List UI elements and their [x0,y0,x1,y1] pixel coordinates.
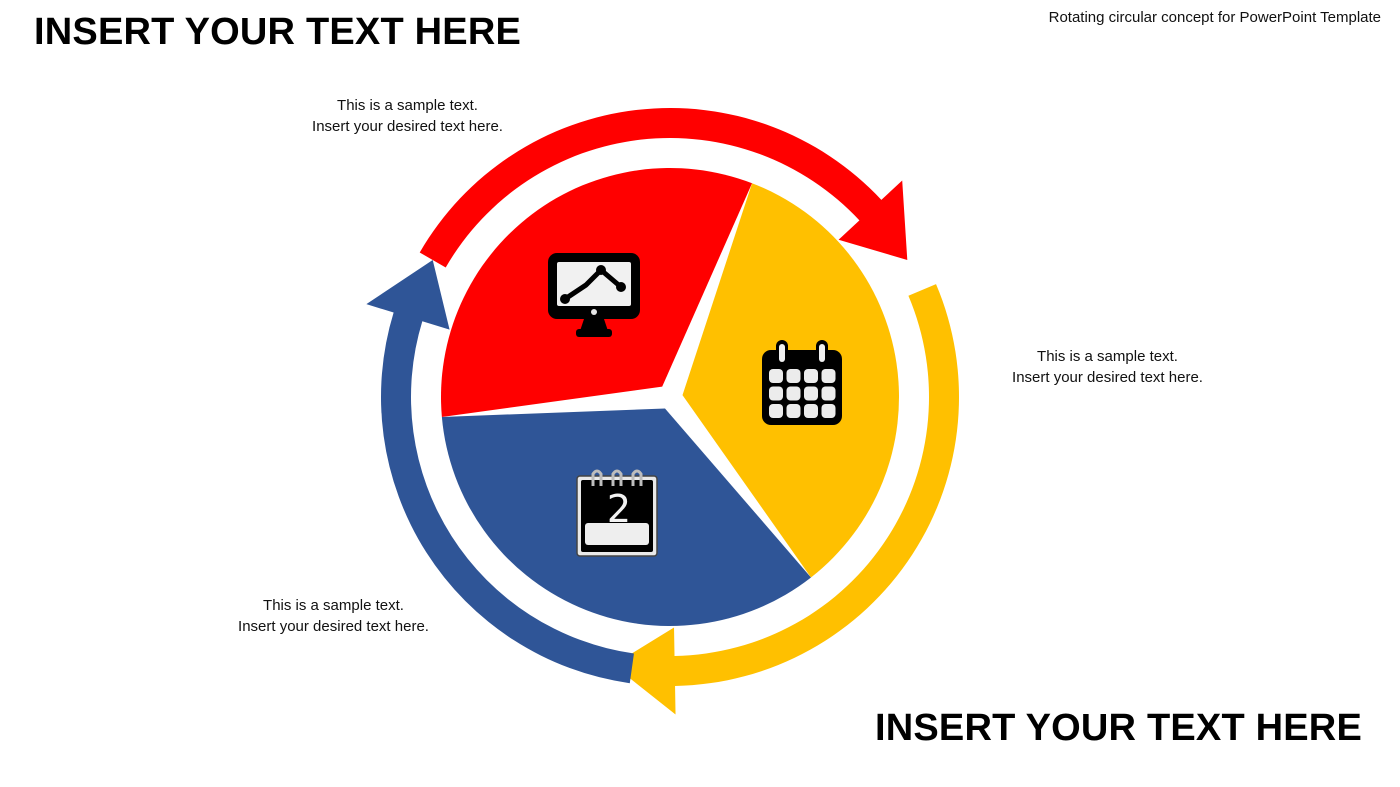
calendar-cell [786,369,801,383]
note-line: This is a sample text. [263,597,404,614]
calendar-cell [821,386,836,401]
note-yellow: This is a sample text. Insert your desir… [1000,346,1215,388]
note-line: Insert your desired text here. [238,618,429,635]
header-subtitle: Rotating circular concept for PowerPoint… [1048,9,1381,26]
calendar-cell [821,369,836,383]
note-line: This is a sample text. [1037,348,1178,365]
footer-title: INSERT YOUR TEXT HERE [874,707,1362,749]
header-title: INSERT YOUR TEXT HERE [34,11,522,53]
note-blue: This is a sample text. Insert your desir… [226,595,441,637]
yellow-arrow [613,284,959,715]
monitor-chart-icon [548,253,640,337]
calendar-day-icon: 2 [576,469,658,557]
calendar-cell [769,369,783,383]
note-line: Insert your desired text here. [312,118,503,135]
blue-arrow [366,260,634,684]
calendar-cell [769,404,783,418]
calendar-cell [786,404,801,418]
calendar-day-number: 2 [607,487,631,531]
note-line: This is a sample text. [337,97,478,114]
calendar-cell [821,404,836,418]
calendar-cell [804,369,818,383]
calendar-cell [769,386,783,401]
red-arrow [419,108,908,268]
calendar-cell [804,404,818,418]
note-red: This is a sample text. Insert your desir… [300,95,515,137]
calendar-cell [786,386,801,401]
arrow-ring [366,108,959,715]
calendar-grid-icon [762,340,842,425]
calendar-cell [804,386,818,401]
note-line: Insert your desired text here. [1012,369,1203,386]
